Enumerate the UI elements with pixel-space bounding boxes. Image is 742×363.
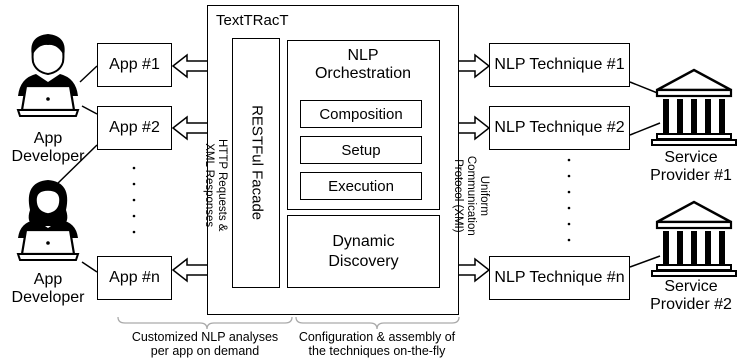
orchestration-title-line2: Orchestration	[314, 64, 412, 82]
brace-left	[117, 316, 293, 330]
developer-female-icon	[16, 180, 80, 261]
brace-right	[295, 316, 460, 330]
developer-label-2: App Developer	[0, 271, 96, 306]
orchestration-title-line1: NLP	[347, 47, 379, 64]
http-label-line1: HTTP Requests &	[216, 138, 229, 232]
bank-building-icon	[651, 200, 737, 277]
connector-techn-prov2	[629, 255, 661, 268]
http-label: HTTP Requests & XML Responses	[202, 120, 228, 250]
protocol-label-line2: Communication	[464, 155, 477, 236]
dynamic-discovery: Dynamic Discovery	[287, 215, 440, 288]
discovery-line2: Discovery	[328, 252, 399, 270]
protocol-label-line3: Protocol (XMI)	[451, 159, 464, 233]
protocol-label: Uniform Communication Protocol (XMI)	[450, 126, 490, 266]
connector-dev1-app1	[79, 65, 98, 83]
caption-left: Customized NLP analyses per app on deman…	[110, 330, 300, 359]
caption-left-line1: Customized NLP analyses	[131, 330, 279, 344]
caption-right-line1: Configuration & assembly of	[298, 330, 456, 344]
ellipsis-apps	[132, 166, 136, 234]
developer-label-1-line2: Developer	[11, 147, 85, 165]
provider-label-1: Service Provider #1	[640, 149, 742, 184]
protocol-label-line1: Uniform	[477, 175, 490, 216]
setup-box: Setup	[300, 136, 422, 164]
restful-facade: RESTFul Facade	[232, 38, 280, 288]
technique-box-n: NLP Technique #n	[489, 256, 630, 300]
provider-label-2: Service Provider #2	[640, 278, 742, 313]
provider-label-2-line1: Service	[664, 278, 718, 295]
provider-label-1-line2: Provider #1	[650, 166, 732, 184]
composition-box: Composition	[300, 100, 422, 128]
developer-male-icon	[16, 34, 80, 117]
caption-right-line2: the techniques on-the-fly	[308, 343, 446, 358]
developer-label-2-line1: App	[33, 271, 63, 288]
developer-label-1-line1: App	[33, 130, 63, 147]
facade-label: RESTFul Facade	[248, 105, 266, 221]
execution-box: Execution	[300, 172, 422, 200]
connector-dev2-appn	[81, 261, 98, 273]
technique-box-1: NLP Technique #1	[489, 43, 630, 87]
app-box-n: App #n	[97, 256, 172, 300]
technique-box-2: NLP Technique #2	[489, 106, 630, 150]
connector-dev1-app2	[81, 105, 98, 115]
provider-label-2-line2: Provider #2	[650, 295, 732, 313]
provider-label-1-line1: Service	[664, 149, 718, 166]
http-label-line2: XML Responses	[203, 143, 215, 228]
orchestration-title: NLP Orchestration	[288, 47, 438, 82]
connector-dev2-app2	[54, 144, 98, 187]
app-box-2: App #2	[97, 106, 172, 150]
ellipsis-techniques	[567, 158, 571, 242]
connector-tech1-prov1	[629, 81, 661, 95]
caption-left-line2: per app on demand	[150, 343, 260, 358]
developer-label-2-line2: Developer	[11, 288, 85, 306]
discovery-line1: Dynamic	[332, 233, 395, 251]
bank-building-icon	[651, 68, 737, 146]
connector-tech2-prov1	[629, 122, 661, 136]
caption-right: Configuration & assembly of the techniqu…	[282, 330, 472, 359]
app-box-1: App #1	[97, 43, 172, 87]
system-title: TextTRacT	[216, 12, 289, 29]
developer-label-1: App Developer	[0, 130, 96, 165]
